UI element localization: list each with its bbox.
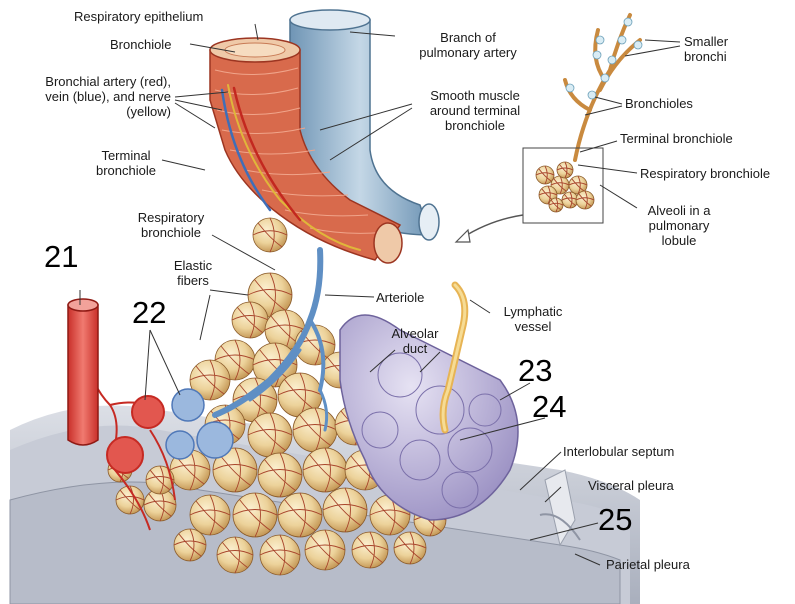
- label-bronchial-vessels: Bronchial artery (red), vein (blue), and…: [9, 74, 171, 119]
- number-25: 25: [598, 503, 632, 537]
- label-respiratory-bronchiole-main-line1: Respiratory: [126, 210, 216, 225]
- label-alveoli-pulmonary-lobule: Alveoli in a pulmonary lobule: [638, 203, 720, 248]
- label-smooth-muscle-line3: bronchiole: [405, 118, 545, 133]
- label-alveoli-line1: Alveoli in a: [638, 203, 720, 218]
- number-24: 24: [532, 390, 566, 424]
- label-smooth-muscle: Smooth muscle around terminal bronchiole: [405, 88, 545, 133]
- label-bronchial-vessels-line2: vein (blue), and nerve: [9, 89, 171, 104]
- label-respiratory-epithelium: Respiratory epithelium: [74, 9, 203, 24]
- label-arteriole: Arteriole: [376, 290, 424, 305]
- label-terminal-bronchiole-line1: Terminal: [86, 148, 166, 163]
- label-visceral-pleura: Visceral pleura: [588, 478, 674, 493]
- label-branch-pulmonary-artery-line1: Branch of: [398, 30, 538, 45]
- label-lymphatic-vessel: Lymphatic vessel: [494, 304, 572, 334]
- label-bronchial-vessels-line3: (yellow): [9, 104, 171, 119]
- label-elastic-fibers-line1: Elastic: [168, 258, 218, 273]
- label-bronchioles: Bronchioles: [625, 96, 693, 111]
- label-alveoli-line2: pulmonary: [638, 218, 720, 233]
- label-smooth-muscle-line1: Smooth muscle: [405, 88, 545, 103]
- label-smaller-bronchi-line2: bronchi: [684, 49, 728, 64]
- number-21: 21: [44, 240, 78, 274]
- label-lymphatic-vessel-line1: Lymphatic: [494, 304, 572, 319]
- label-alveolar-duct-line1: Alveolar: [385, 326, 445, 341]
- label-smaller-bronchi: Smaller bronchi: [684, 34, 728, 64]
- label-bronchiole: Bronchiole: [110, 37, 171, 52]
- label-terminal-bronchiole-inset: Terminal bronchiole: [620, 131, 733, 146]
- label-respiratory-bronchiole-inset: Respiratory bronchiole: [640, 166, 770, 181]
- inset-arrow: [462, 215, 523, 238]
- label-alveolar-duct: Alveolar duct: [385, 326, 445, 356]
- pulmonary-artery-stub: [68, 299, 98, 445]
- label-terminal-bronchiole: Terminal bronchiole: [86, 148, 166, 178]
- label-respiratory-bronchiole-main: Respiratory bronchiole: [126, 210, 216, 240]
- label-alveolar-duct-line2: duct: [385, 341, 445, 356]
- label-bronchial-vessels-line1: Bronchial artery (red),: [9, 74, 171, 89]
- number-22: 22: [132, 296, 166, 330]
- label-terminal-bronchiole-line2: bronchiole: [86, 163, 166, 178]
- label-elastic-fibers-line2: fibers: [168, 273, 218, 288]
- label-lymphatic-vessel-line2: vessel: [494, 319, 572, 334]
- label-interlobular-septum: Interlobular septum: [563, 444, 674, 459]
- label-elastic-fibers: Elastic fibers: [168, 258, 218, 288]
- label-parietal-pleura: Parietal pleura: [606, 557, 690, 572]
- label-alveoli-line3: lobule: [638, 233, 720, 248]
- label-respiratory-bronchiole-main-line2: bronchiole: [126, 225, 216, 240]
- number-23: 23: [518, 354, 552, 388]
- label-smooth-muscle-line2: around terminal: [405, 103, 545, 118]
- label-branch-pulmonary-artery: Branch of pulmonary artery: [398, 30, 538, 60]
- label-branch-pulmonary-artery-line2: pulmonary artery: [398, 45, 538, 60]
- label-smaller-bronchi-line1: Smaller: [684, 34, 728, 49]
